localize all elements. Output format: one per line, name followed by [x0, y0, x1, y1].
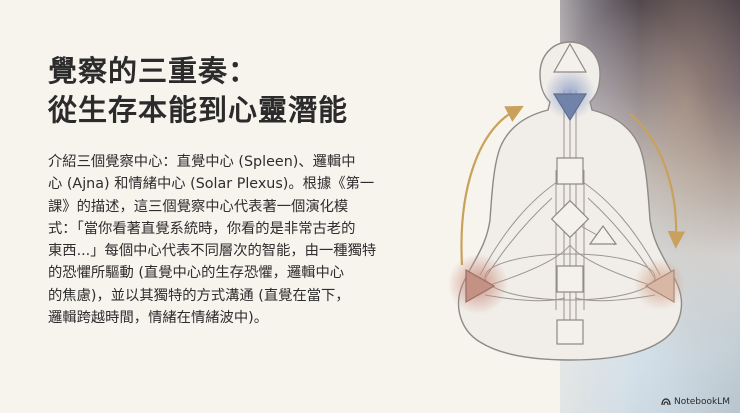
ajna-center-triangle: [552, 93, 588, 122]
solar-plexus-center-triangle: [644, 268, 675, 304]
left-evolution-arrow: [460, 105, 524, 266]
logo-text: NotebookLM: [673, 397, 730, 407]
g-center-diamond: [550, 199, 590, 239]
spleen-center-triangle: [465, 268, 496, 304]
body-line-6: 的恐懼所驅動 (直覺中心的生存恐懼，邏輯中心: [48, 265, 345, 282]
body-line-3: 課》的描述，這三個覺察中心代表著一個演化模: [48, 198, 349, 215]
head-center-triangle: [552, 42, 588, 73]
body-line-2: 心 (Ajna) 和情緒中心 (Solar Plexus)。根據《第一: [48, 176, 375, 193]
body-line-4: 式：「當你看著直覺系統時，你看的是非常古老的: [48, 220, 356, 237]
title-line-1: 覺察的三重奏：: [48, 54, 259, 88]
body-line-8: 邏輯跨越時間，情緒在情緒波中)。: [48, 310, 269, 327]
right-evolution-arrow: [629, 113, 686, 249]
slide-title: 覺察的三重奏： 從生存本能到心靈潛能: [48, 52, 438, 130]
body-line-5: 東西...」每個中心代表不同層次的智能，由一種獨特: [48, 243, 377, 260]
notebooklm-icon: [661, 398, 671, 406]
root-center-square: [556, 319, 584, 345]
throat-center-square: [556, 157, 584, 185]
body-paragraph: 介紹三個覺察中心：直覺中心 (Spleen)、邏輯中 心 (Ajna) 和情緒中…: [48, 151, 432, 329]
body-line-7: 的焦慮)，並以其獨特的方式溝通 (直覺在當下，: [48, 287, 350, 304]
notebooklm-logo: NotebookLM: [661, 397, 730, 407]
sacral-center-square: [556, 265, 584, 293]
title-line-2: 從生存本能到心靈潛能: [48, 93, 349, 127]
ego-center-triangle: [588, 224, 618, 245]
bodygraph-diagram: [448, 41, 686, 361]
body-line-1: 介紹三個覺察中心：直覺中心 (Spleen)、邏輯中: [48, 154, 356, 170]
